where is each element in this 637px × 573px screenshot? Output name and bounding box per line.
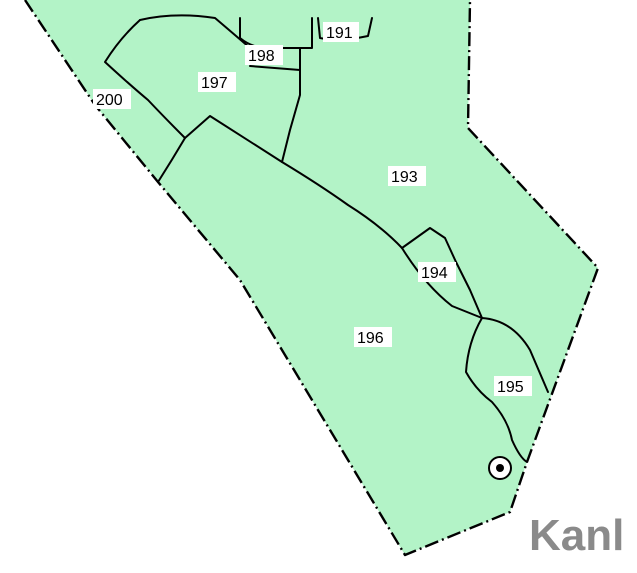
parcel-area xyxy=(25,0,598,555)
svg-text:197: 197 xyxy=(201,75,228,92)
parcel-label-194: 194 xyxy=(418,262,456,282)
line-195-right xyxy=(481,317,549,393)
svg-text:196: 196 xyxy=(357,330,384,347)
parcel-label-198: 198 xyxy=(245,45,283,65)
line-194-right xyxy=(401,227,483,319)
line-200-197 xyxy=(104,19,186,139)
svg-text:194: 194 xyxy=(421,265,448,282)
parcel-label-197: 197 xyxy=(198,72,236,92)
parcel-label-193: 193 xyxy=(388,166,426,186)
line-197-193 xyxy=(281,47,301,163)
svg-text:198: 198 xyxy=(248,48,275,65)
outer-boundary xyxy=(24,0,600,557)
svg-text:191: 191 xyxy=(326,25,353,42)
line-194-left xyxy=(401,247,483,319)
parcel-label-195: 195 xyxy=(494,376,532,396)
line-195-left xyxy=(465,317,528,463)
svg-text:195: 195 xyxy=(497,379,524,396)
parcel-label-196: 196 xyxy=(354,327,392,347)
parcel-lines xyxy=(104,14,549,463)
parcel-label-200: 200 xyxy=(93,89,131,109)
line-198-bottom xyxy=(249,65,301,71)
parcel-label-191: 191 xyxy=(323,22,359,42)
line-197-top xyxy=(139,14,251,49)
target-point-icon xyxy=(488,456,512,480)
line-197-196 xyxy=(157,115,403,249)
svg-text:200: 200 xyxy=(96,92,123,109)
svg-text:193: 193 xyxy=(391,169,418,186)
place-name: Kanl xyxy=(529,511,625,560)
